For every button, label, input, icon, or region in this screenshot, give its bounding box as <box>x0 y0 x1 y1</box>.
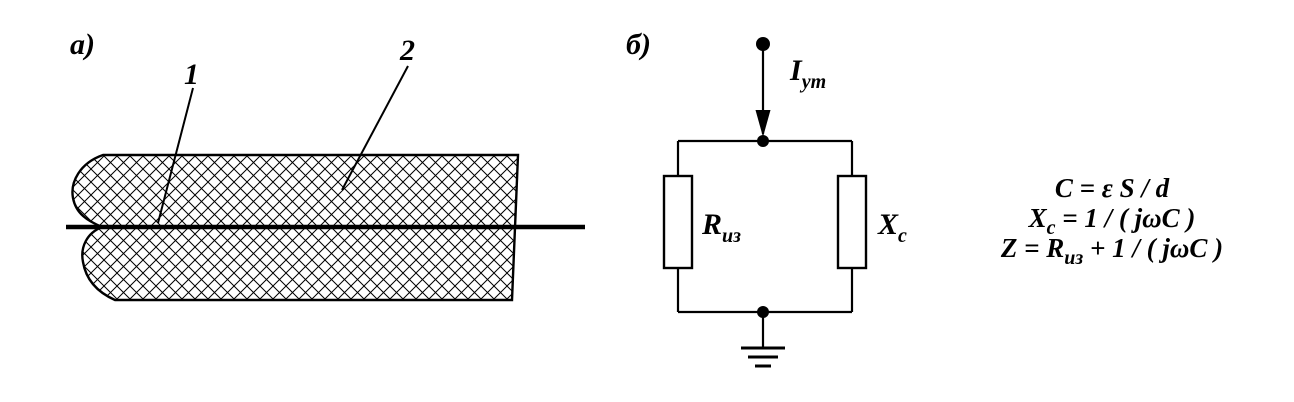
current-arrowhead <box>755 110 771 137</box>
part-a-label: а) <box>70 28 95 61</box>
bottom-node-dot <box>757 306 769 318</box>
part-b-circuit: б) Iут Rиз Xc <box>626 28 907 368</box>
capacitor-label: Xc <box>877 208 907 247</box>
callout-1-label: 1 <box>184 58 199 91</box>
callout-2-label: 2 <box>399 34 415 67</box>
formulas-block: C = ε S / d Xc = 1 / ( jωC ) Z = Rиз + 1… <box>1000 173 1223 269</box>
callout-1-leader <box>157 87 194 224</box>
capacitor-Xc-box <box>836 174 868 270</box>
top-node-dot <box>757 135 769 147</box>
resistor-R-box <box>662 174 694 270</box>
part-a-drawing: а) 1 2 <box>66 28 585 302</box>
formula-capacitance: C = ε S / d <box>1055 173 1170 203</box>
current-label: Iут <box>789 54 826 93</box>
formula-impedance: Z = Rиз + 1 / ( jωC ) <box>1000 233 1223 269</box>
resistor-label: Rиз <box>701 208 741 247</box>
ground-symbol <box>741 346 785 368</box>
part-b-label: б) <box>626 28 651 61</box>
formula-reactance: Xc = 1 / ( jωC ) <box>1028 203 1196 239</box>
callout-2-leader <box>341 65 409 191</box>
